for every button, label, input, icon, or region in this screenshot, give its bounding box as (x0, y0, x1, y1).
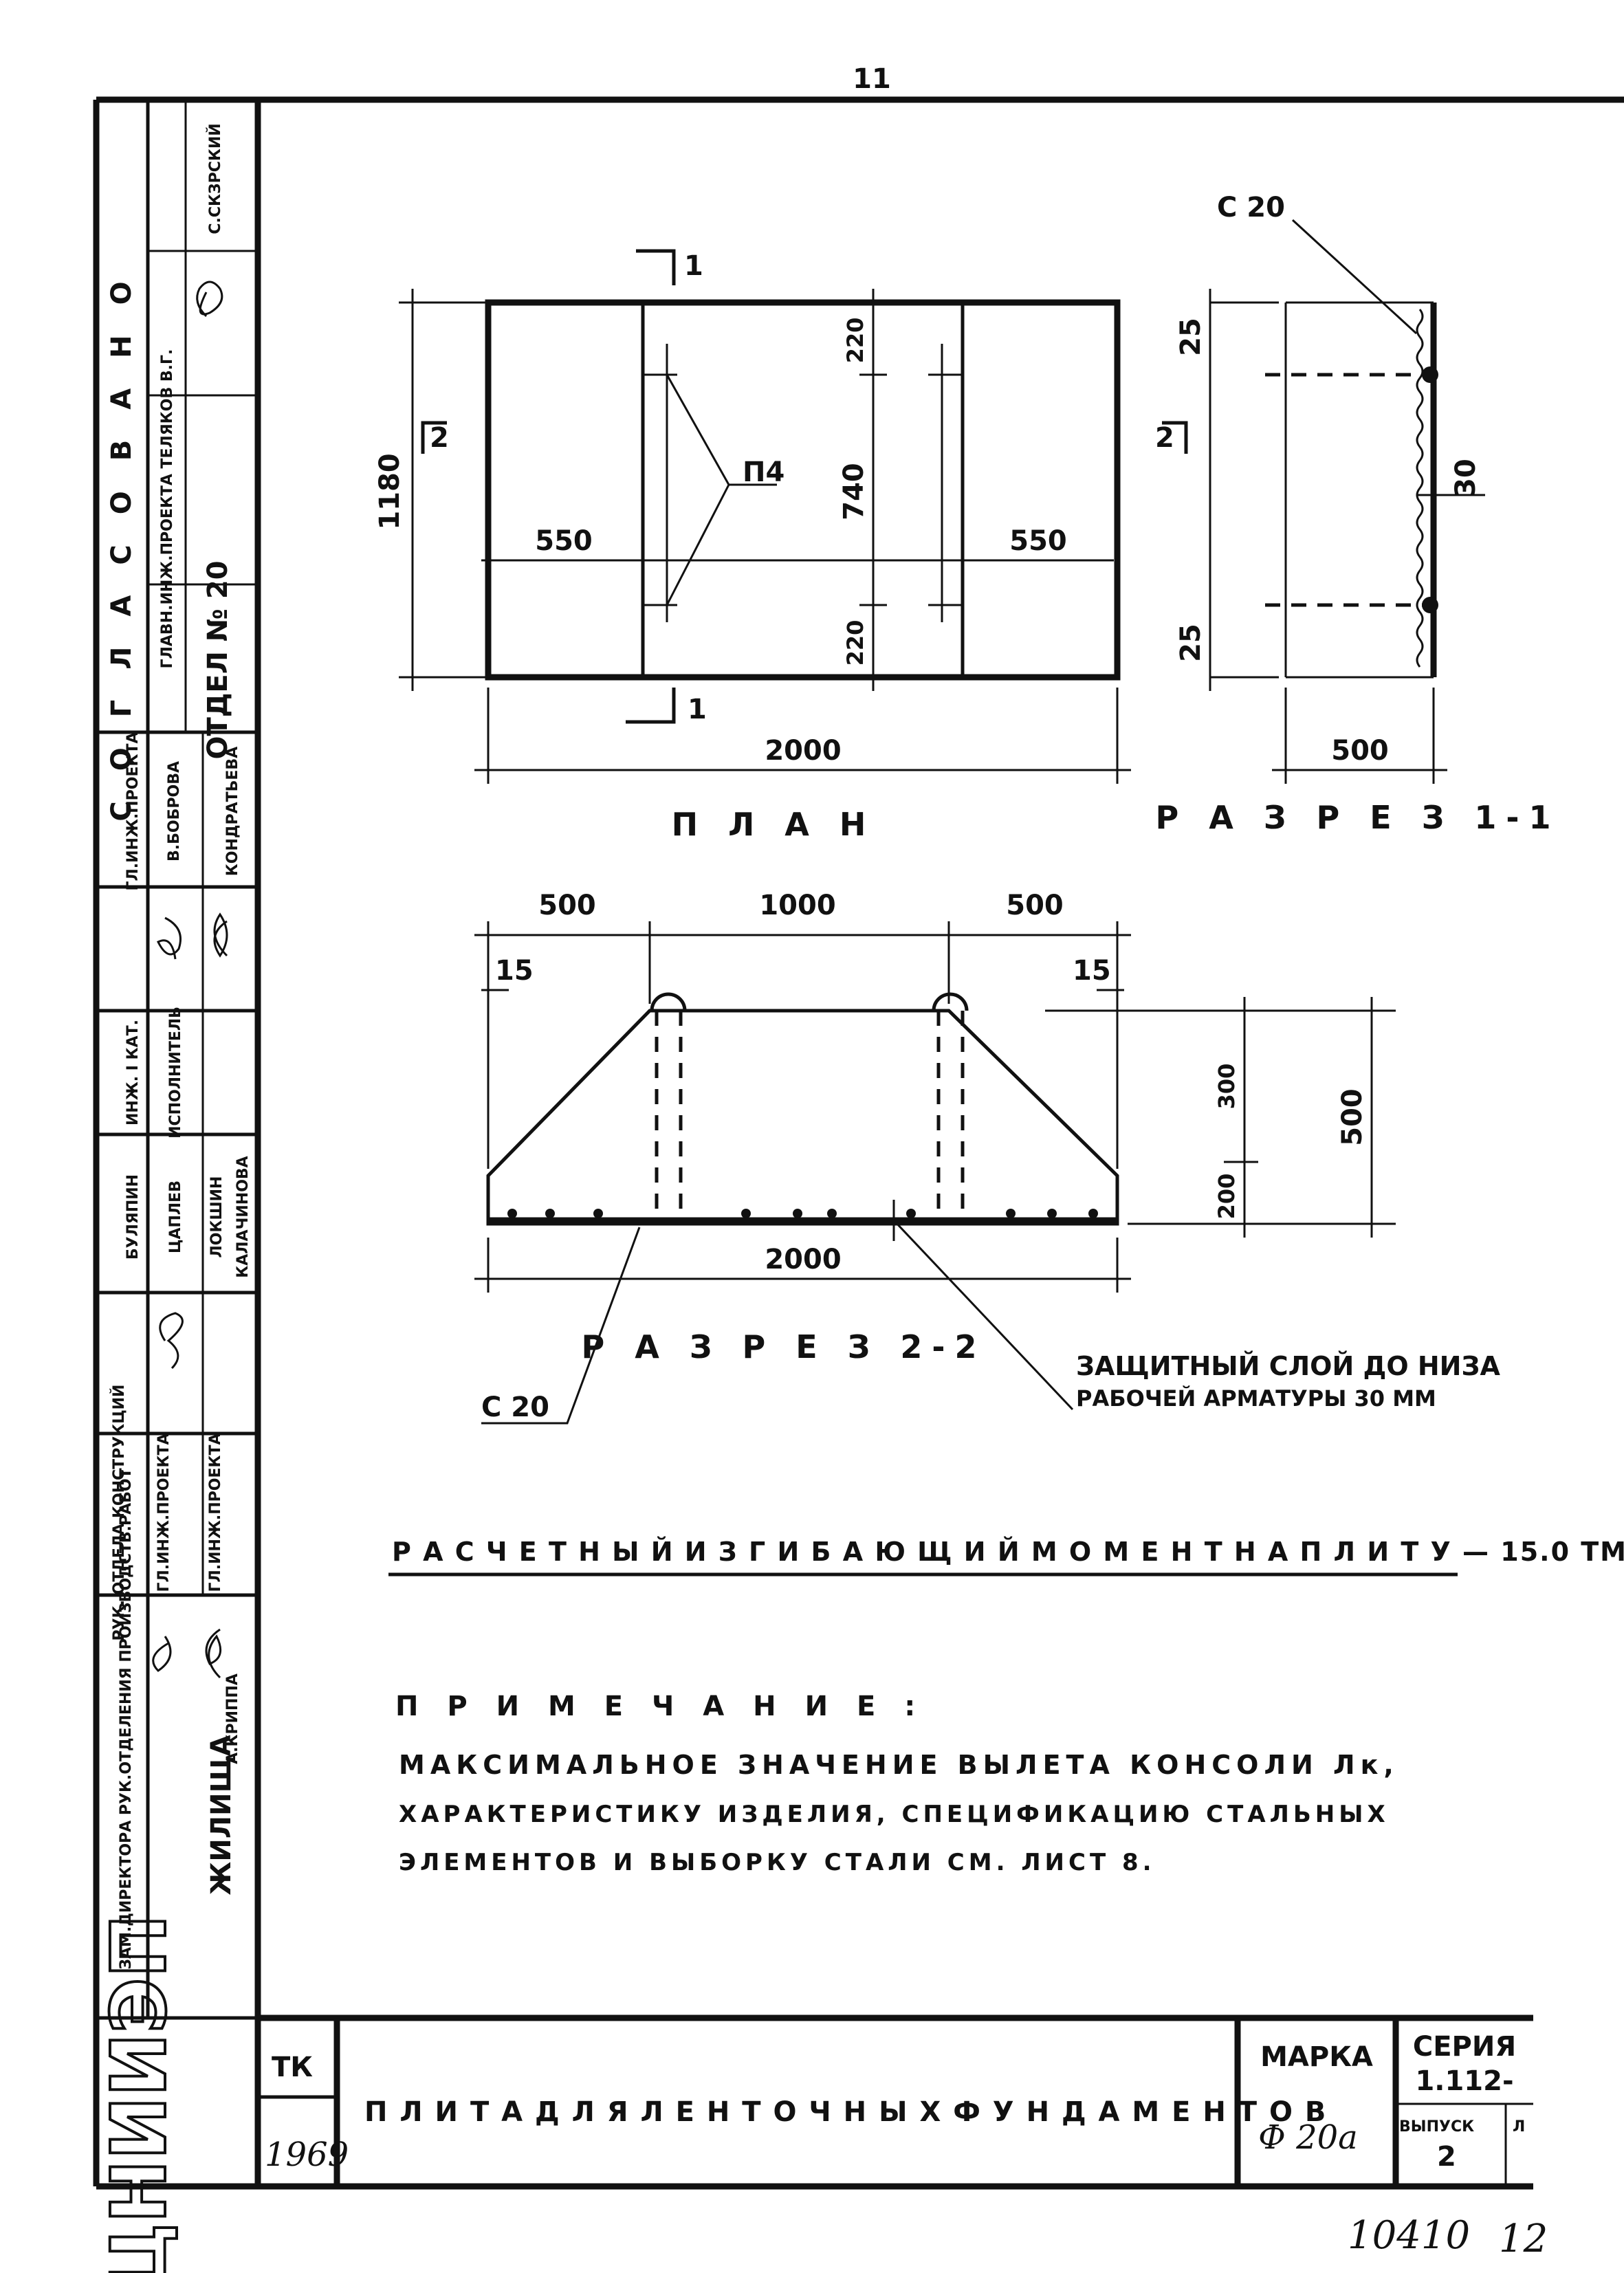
approval-role-1: ОТДЕЛ № 20 (202, 560, 234, 759)
approval-role-4: ИНЖ. I КАТ. (124, 1020, 142, 1125)
org-logo-text: ЦНИИЭП (95, 1914, 183, 2273)
footer-archive: 10410 (1348, 2213, 1470, 2258)
section22-title: Р А З Р Е З 2-2 (581, 1328, 986, 1365)
plan-section-1-top: 1 (684, 250, 703, 282)
note-block: П Р И М Е Ч А Н И Е : МАКСИМАЛЬНОЕ ЗНАЧЕ… (395, 1691, 1399, 1876)
tb-seria-value: 1.112- (1415, 2065, 1513, 2097)
org-logo: ЦНИИЭП ЖИЛИЩА (94, 1735, 237, 2273)
approval-sign-5: ЦАПЛЕВ (167, 1181, 184, 1253)
plan-dim-center: 740 (838, 463, 870, 520)
section-2-2: 500 1000 500 15 15 300 200 500 2000 С 20… (474, 890, 1500, 1425)
plan-loop-label: П4 (743, 457, 784, 488)
approval-sign-4: БУЛЯПИН (124, 1174, 142, 1260)
plan-dim-height: 1180 (374, 453, 406, 529)
tb-vypusk-value: 2 (1437, 2141, 1456, 2173)
tb-tk: ТК (272, 2052, 313, 2083)
note-line-1: МАКСИМАЛЬНОЕ ЗНАЧЕНИЕ ВЫЛЕТА КОНСОЛИ Лк, (399, 1750, 1399, 1780)
tb-list-label: Л (1513, 2118, 1525, 2135)
section11-dim-top: 25 (1175, 318, 1207, 356)
footer-sheet: 12 (1499, 2217, 1548, 2261)
section11-bar-label: С 20 (1217, 192, 1285, 223)
plan-section-2-right: 2 (1155, 422, 1174, 454)
section22-dim-length: 2000 (765, 1244, 841, 1275)
note-line-3: ЭЛЕМЕНТОВ И ВЫБОРКУ СТАЛИ СМ. ЛИСТ 8. (399, 1849, 1156, 1876)
approval-role-2: ГЛ.ИНЖ.ПРОЕКТА (124, 732, 142, 890)
tb-year: 1969 (265, 2135, 349, 2174)
section22-bar-label: С 20 (481, 1392, 549, 1423)
section-1-1: 25 25 30 500 С 20 Р А З Р Е З 1-1 (1155, 192, 1560, 836)
plan-dim-width: 2000 (765, 735, 841, 767)
section22-cover-note-2: РАБОЧЕЙ АРМАТУРЫ 30 ММ (1076, 1385, 1436, 1412)
approval-sign-0: С.СКЗРСКИЙ (206, 123, 224, 234)
tb-marka-label: МАРКА (1260, 2041, 1373, 2073)
section22-dim-lower: 200 (1214, 1174, 1240, 1220)
section11-dim-width: 500 (1331, 735, 1389, 767)
plan-section-2-left: 2 (430, 422, 449, 454)
approval-sign-7: КАЛАЧИНОВА (234, 1156, 252, 1277)
approval-role-7: РУК. ОТДЕЛА КОНСТРУКЦИЙ (110, 1385, 128, 1641)
section11-dim-cover: 30 (1450, 459, 1482, 497)
section22-dim-edge-left: 15 (495, 955, 534, 987)
approval-sign-2: В.БОБРОВА (166, 761, 183, 861)
approval-sign-6: ЛОКШИН (208, 1176, 226, 1258)
plan-dim-left: 550 (535, 525, 593, 557)
plan-view: П4 1180 550 550 220 740 220 2000 1 1 2 2… (374, 249, 1188, 843)
tb-seria-label: СЕРИЯ (1413, 2031, 1516, 2063)
plan-title: П Л А Н (672, 806, 876, 843)
note-title: П Р И М Е Ч А Н И Е : (395, 1691, 925, 1722)
plan-section-1-bottom: 1 (688, 694, 707, 725)
signature-marks (152, 281, 228, 1679)
tb-marka-value: Ф 20а (1258, 2118, 1358, 2157)
approval-strip: СОГЛАСОВАНО ГЛАВН.ИНЖ.ПРОЕКТА ТЕЛЯКОВ В.… (94, 100, 258, 2273)
section22-dim-edge-right: 15 (1073, 955, 1111, 987)
tb-vypusk-label: ВЫПУСК (1399, 2118, 1474, 2135)
plan-dim-bottom-offset: 220 (842, 620, 868, 666)
section11-title: Р А З Р Е З 1-1 (1155, 799, 1560, 836)
section22-cover-note-1: ЗАЩИТНЫЙ СЛОЙ ДО НИЗА (1076, 1351, 1500, 1381)
plan-dim-right: 550 (1009, 525, 1067, 557)
section22-dim-left: 500 (538, 890, 596, 921)
approval-role-0: ГЛАВН.ИНЖ.ПРОЕКТА ТЕЛЯКОВ В.Г. (159, 349, 176, 669)
section11-dim-bottom: 25 (1175, 624, 1207, 662)
approval-sign-9: А.КРИППА (224, 1673, 241, 1764)
section22-dim-right: 500 (1006, 890, 1064, 921)
approval-role-10: ЗАМ.ДИРЕКТОРА РУК.ОТДЕЛЕНИЯ ПРОИЗВОДСТВ.… (118, 1468, 135, 1969)
section22-dim-center: 1000 (759, 890, 835, 921)
approval-header: СОГЛАСОВАНО (106, 251, 138, 821)
approval-role-3: ИСПОЛНИТЕЛЬ (167, 1007, 184, 1139)
section22-bars (507, 1209, 1098, 1218)
note-line-2: ХАРАКТЕРИСТИКУ ИЗДЕЛИЯ, СПЕЦИФИКАЦИЮ СТА… (399, 1801, 1390, 1828)
approval-role-9: ГЛ.ИНЖ.ПРОЕКТА (207, 1433, 224, 1592)
tb-title: П Л И Т А Д Л Я Л Е Н Т О Ч Н Ы Х Ф У Н … (364, 2096, 1327, 2128)
approval-role-8: ГЛ.ИНЖ.ПРОЕКТА (155, 1433, 173, 1592)
moment-text: Р А С Ч Е Т Н Ы Й И З Г И Б А Ю Щ И Й М … (392, 1537, 1624, 1567)
approval-sign-3: КОНДРАТЬЕВА (224, 747, 241, 876)
plan-dim-top-offset: 220 (842, 318, 868, 364)
org-logo-suffix: ЖИЛИЩА (206, 1735, 237, 1895)
title-block: ТК 1969 П Л И Т А Д Л Я Л Е Н Т О Ч Н Ы … (258, 2014, 1533, 2186)
page-number: 11 (853, 63, 891, 95)
section22-dim-height: 500 (1337, 1088, 1368, 1146)
section22-dim-upper: 300 (1214, 1064, 1240, 1110)
